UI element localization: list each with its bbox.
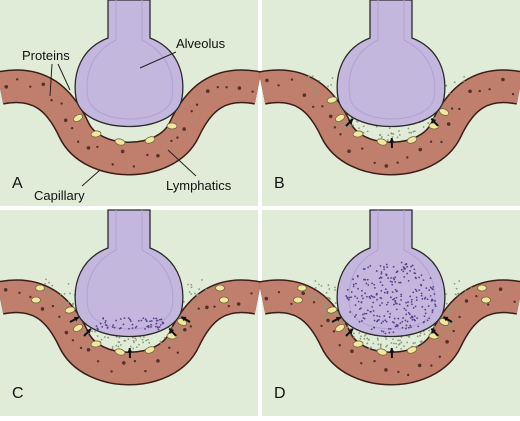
label-alveolus: Alveolus — [176, 36, 226, 51]
label-lymphatics: Lymphatics — [166, 178, 232, 193]
panel-letter: D — [274, 385, 286, 402]
panel-letter: C — [12, 385, 24, 402]
panel-c: C — [0, 210, 258, 416]
panel-a: A — [0, 0, 258, 206]
panel-letter: B — [274, 175, 285, 192]
label-capillary: Capillary — [34, 188, 85, 203]
label-proteins: Proteins — [22, 48, 70, 63]
panel-d: D — [262, 210, 520, 416]
panel-letter: A — [12, 175, 23, 192]
panel-b: B — [262, 0, 520, 206]
